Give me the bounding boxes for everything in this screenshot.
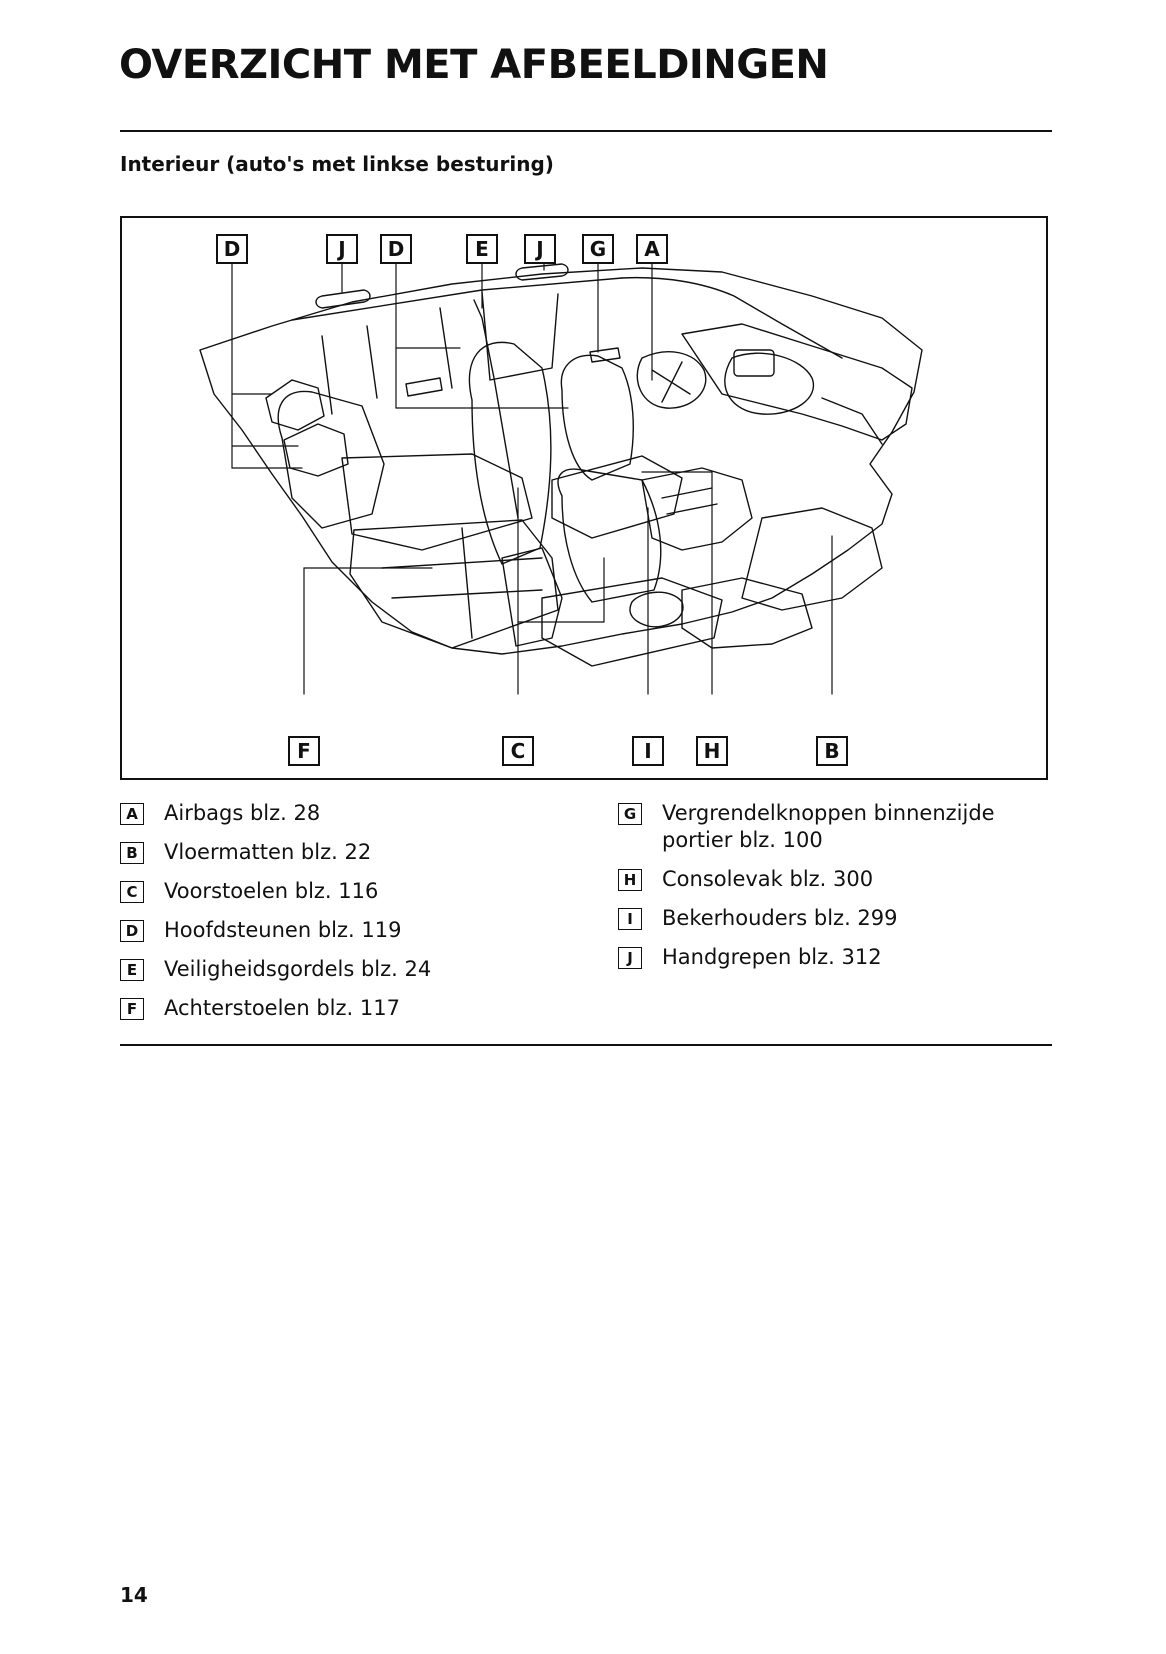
- callout-j-right: J: [524, 234, 556, 264]
- bottom-divider: [120, 1044, 1052, 1046]
- legend-text: Voorstoelen blz. 116: [164, 879, 379, 903]
- callout-h: H: [696, 736, 728, 766]
- legend-item-h: H Consolevak blz. 300: [618, 866, 1058, 893]
- legend-letter: E: [120, 959, 144, 981]
- legend-item-a: A Airbags blz. 28: [120, 800, 600, 827]
- legend-text: Airbags blz. 28: [164, 801, 321, 825]
- car-interior-drawing: [199, 263, 923, 695]
- callout-d-right: D: [380, 234, 412, 264]
- legend-text: Consolevak blz. 300: [662, 867, 874, 891]
- callout-g: G: [582, 234, 614, 264]
- legend-letter: A: [120, 803, 144, 825]
- legend-text: Hoofdsteunen blz. 119: [164, 918, 402, 942]
- page-number: 14: [120, 1583, 148, 1607]
- legend-text: Vloermatten blz. 22: [164, 840, 372, 864]
- legend-letter: J: [618, 947, 642, 969]
- legend-letter: F: [120, 998, 144, 1020]
- legend-text: Bekerhouders blz. 299: [662, 906, 898, 930]
- legend-item-c: C Voorstoelen blz. 116: [120, 878, 600, 905]
- legend-item-b: B Vloermatten blz. 22: [120, 839, 600, 866]
- legend-item-i: I Bekerhouders blz. 299: [618, 905, 1058, 932]
- legend-left-column: A Airbags blz. 28 B Vloermatten blz. 22 …: [120, 800, 600, 1034]
- callout-f: F: [288, 736, 320, 766]
- callout-i: I: [632, 736, 664, 766]
- callout-b: B: [816, 736, 848, 766]
- callout-d-left: D: [216, 234, 248, 264]
- legend-letter: B: [120, 842, 144, 864]
- section-title: Interieur (auto's met linkse besturing): [120, 152, 554, 176]
- legend-letter: D: [120, 920, 144, 942]
- legend-item-d: D Hoofdsteunen blz. 119: [120, 917, 600, 944]
- legend-text: Handgrepen blz. 312: [662, 945, 882, 969]
- legend-item-e: E Veiligheidsgordels blz. 24: [120, 956, 600, 983]
- legend-letter: H: [618, 869, 642, 891]
- legend-letter: G: [618, 803, 642, 825]
- callout-a: A: [636, 234, 668, 264]
- legend-item-f: F Achterstoelen blz. 117: [120, 995, 600, 1022]
- legend-item-j: J Handgrepen blz. 312: [618, 944, 1058, 971]
- page-title: OVERZICHT MET AFBEELDINGEN: [119, 42, 829, 88]
- legend-text: Achterstoelen blz. 117: [164, 996, 400, 1020]
- legend-letter: C: [120, 881, 144, 903]
- callout-c: C: [502, 736, 534, 766]
- interior-illustration: D J D E J G A F C I H B: [120, 216, 1048, 780]
- legend-item-g: G Vergrendelknoppen binnenzijde portier …: [618, 800, 1058, 854]
- legend-text: Vergrendelknoppen binnenzijde portier bl…: [662, 801, 995, 852]
- callout-j-left: J: [326, 234, 358, 264]
- top-divider: [120, 130, 1052, 132]
- legend-text: Veiligheidsgordels blz. 24: [164, 957, 432, 981]
- callout-e: E: [466, 234, 498, 264]
- legend-letter: I: [618, 908, 642, 930]
- legend-right-column: G Vergrendelknoppen binnenzijde portier …: [618, 800, 1058, 983]
